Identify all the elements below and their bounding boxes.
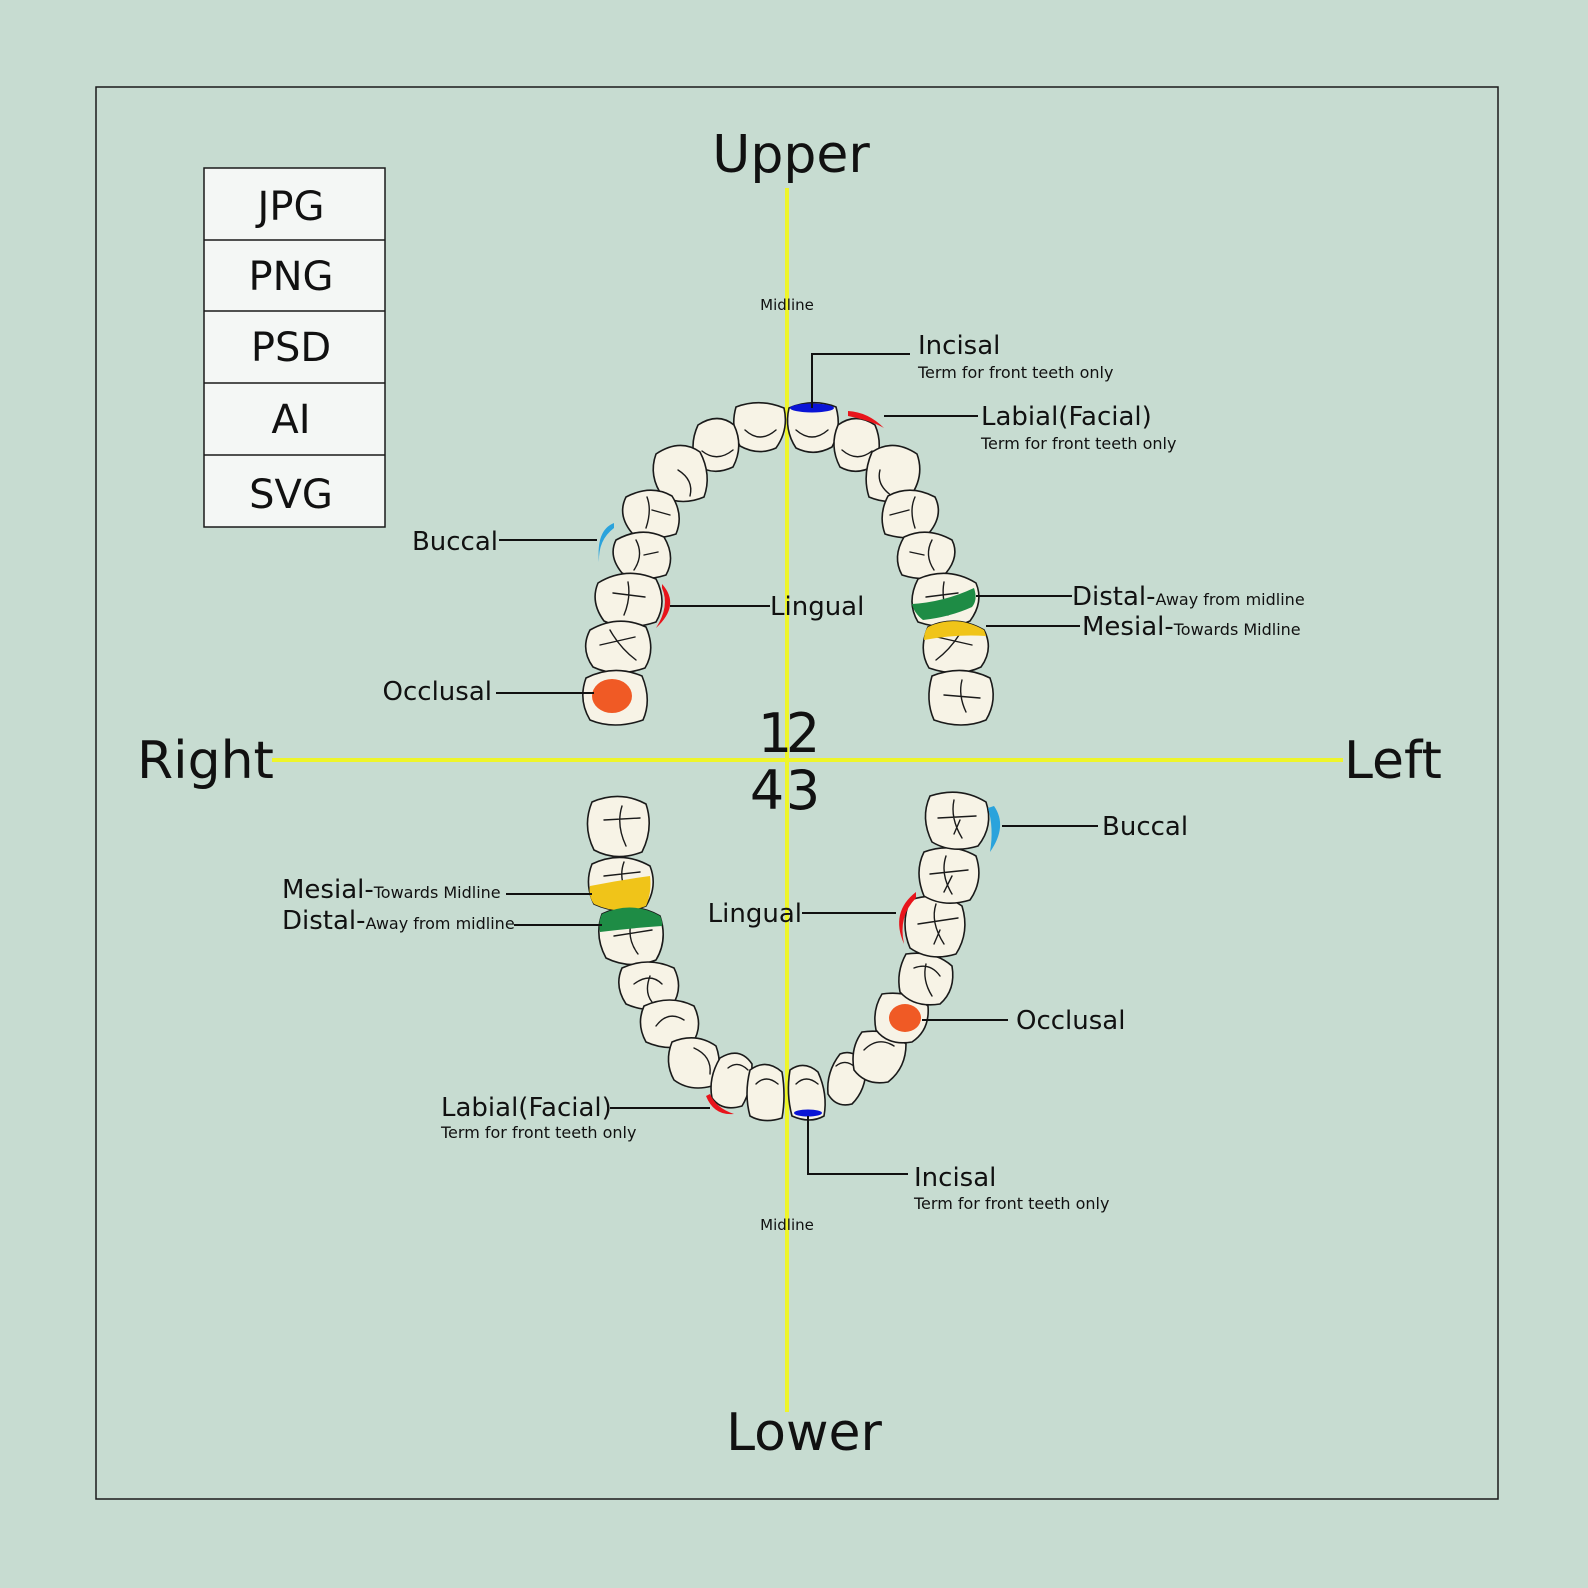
format-jpg: JPG	[255, 184, 325, 230]
tooth	[898, 952, 954, 1006]
distal-upper-label: Distal-Away from midline	[1072, 582, 1305, 612]
distal-lower-marker	[599, 907, 663, 932]
tooth	[710, 1052, 753, 1109]
frame-border	[95, 86, 1499, 1500]
mesial-lower-label: Mesial-Towards Midline	[282, 875, 501, 905]
tooth	[787, 1064, 826, 1121]
tooth	[584, 620, 652, 674]
quadrant-1: 1	[758, 702, 792, 765]
mesial-lower-note: Towards Midline	[373, 883, 501, 902]
tooth	[594, 572, 663, 628]
buccal-upper-marker	[598, 523, 614, 562]
tooth	[612, 531, 672, 580]
left-label: Left	[1344, 731, 1442, 791]
upper-label: Upper	[712, 125, 870, 185]
lingual-lower-marker	[899, 892, 916, 944]
tooth	[786, 401, 840, 454]
quadrant-4: 4	[750, 759, 784, 822]
format-psd: PSD	[251, 325, 331, 371]
labial-lower-note: Term for front teeth only	[440, 1123, 636, 1142]
quadrant-3: 3	[786, 759, 820, 822]
tooth	[918, 847, 980, 904]
labial-lower-label: Labial(Facial)	[441, 1093, 612, 1123]
distal-lower-note: Away from midline	[366, 914, 515, 933]
tooth	[692, 417, 740, 473]
tooth	[746, 1063, 785, 1122]
occlusal-lower-label: Occlusal	[1016, 1006, 1125, 1036]
mesial-lower-marker	[589, 876, 651, 911]
buccal-lower-marker	[988, 806, 1001, 852]
right-label: Right	[137, 731, 274, 791]
incisal-upper-leader	[811, 353, 910, 408]
incisal-upper-note: Term for front teeth only	[917, 363, 1113, 382]
lingual-upper-marker	[656, 584, 671, 628]
lingual-upper-label: Lingual	[770, 592, 864, 622]
lingual-lower-label: Lingual	[708, 899, 802, 929]
buccal-lower-label: Buccal	[1102, 812, 1188, 842]
distal-lower-label: Distal-Away from midline	[282, 906, 515, 936]
buccal-upper-label: Buccal	[412, 527, 498, 557]
format-ai: AI	[271, 397, 310, 443]
tooth	[732, 401, 787, 453]
mesial-upper-label: Mesial-Towards Midline	[1082, 612, 1301, 642]
midline-label-lower: Midline	[760, 1216, 814, 1234]
lower-label: Lower	[726, 1403, 882, 1463]
tooth	[896, 531, 956, 580]
incisal-lower-label: Incisal	[914, 1163, 996, 1193]
format-png: PNG	[248, 254, 333, 300]
tooth	[924, 791, 990, 850]
incisal-lower-leader	[807, 1116, 908, 1175]
tooth	[586, 795, 650, 858]
incisal-lower-note: Term for front teeth only	[913, 1194, 1109, 1213]
distal-upper-note: Away from midline	[1156, 590, 1305, 609]
format-box	[203, 167, 386, 528]
labial-upper-label: Labial(Facial)	[981, 402, 1152, 432]
format-list: JPG PNG PSD AI SVG	[203, 167, 386, 528]
tooth	[904, 895, 966, 958]
tooth	[652, 444, 708, 503]
labial-upper-note: Term for front teeth only	[980, 434, 1176, 453]
mesial-upper-term: Mesial-	[1082, 612, 1174, 642]
tooth	[928, 669, 994, 726]
occlusal-upper-label: Occlusal	[383, 677, 492, 707]
distal-upper-marker	[912, 588, 976, 620]
mesial-upper-marker	[924, 621, 987, 640]
distal-upper-term: Distal-	[1072, 582, 1156, 612]
format-svg: SVG	[249, 472, 333, 518]
quadrant-2: 2	[786, 702, 820, 765]
occlusal-upper-marker	[592, 679, 632, 713]
incisal-lower-marker	[794, 1109, 822, 1117]
tooth	[881, 489, 940, 539]
mesial-lower-term: Mesial-	[282, 875, 374, 905]
labial-upper-marker	[848, 411, 884, 428]
mesial-upper-note: Towards Midline	[1173, 620, 1301, 639]
labial-lower-marker	[706, 1094, 734, 1115]
tooth	[621, 489, 680, 539]
distal-lower-term: Distal-	[282, 906, 366, 936]
midline-label-upper: Midline	[760, 296, 814, 314]
incisal-upper-label: Incisal	[918, 331, 1000, 361]
occlusal-lower-marker	[889, 1004, 921, 1032]
